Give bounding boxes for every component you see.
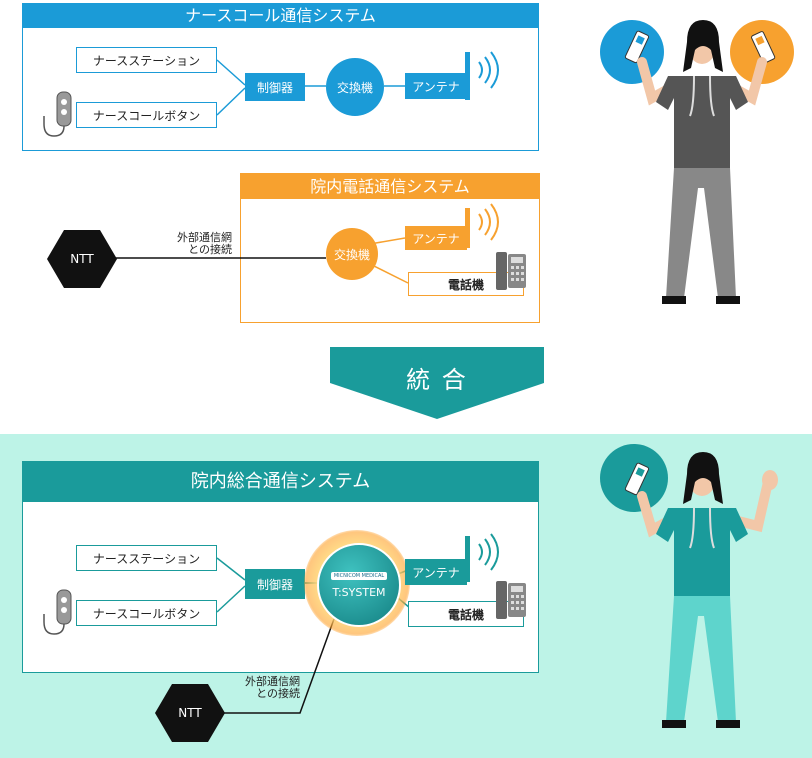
external-network-line2: との接続 bbox=[188, 243, 232, 256]
exchange-node: 交換機 bbox=[326, 58, 384, 116]
integrated-antenna-box: アンテナ bbox=[405, 559, 467, 585]
nurse-call-handset-icon bbox=[43, 589, 72, 635]
controller-box: 制御器 bbox=[245, 73, 305, 101]
integrated-nurse-station-box: ナースステーション bbox=[76, 545, 217, 571]
nurse-call-system-title: ナースコール通信システム bbox=[23, 4, 538, 28]
integrated-external-network-label: 外部通信網 との接続 bbox=[228, 676, 300, 700]
external-network-line1: 外部通信網 bbox=[177, 231, 232, 244]
integration-arrow bbox=[330, 347, 544, 419]
antenna-signal-icon bbox=[465, 533, 499, 582]
antenna-signal-icon bbox=[465, 203, 499, 248]
antenna-signal-icon bbox=[465, 51, 499, 100]
integrated-ntt-label: NTT bbox=[178, 706, 202, 720]
nurse-call-handset-icon bbox=[43, 91, 72, 137]
desk-phone-icon bbox=[496, 252, 526, 290]
integration-label: 統 合 bbox=[406, 366, 468, 394]
external-network-label: 外部通信網 との接続 bbox=[160, 232, 232, 256]
integrated-connectors bbox=[214, 557, 411, 714]
integrated-external-network-line1: 外部通信網 bbox=[245, 675, 300, 688]
tsystem-node: MICNICOM MEDICAL T:SYSTEM bbox=[317, 543, 401, 627]
tsystem-brand: MICNICOM MEDICAL bbox=[330, 571, 388, 580]
phone-exchange-node: 交換機 bbox=[326, 228, 378, 280]
hospital-phone-system-title: 院内電話通信システム bbox=[241, 174, 539, 199]
antenna-box: アンテナ bbox=[405, 73, 467, 99]
nurse-figure-icon bbox=[624, 20, 776, 304]
nurse-figure-icon bbox=[624, 452, 778, 728]
integrated-system-title: 院内総合通信システム bbox=[23, 462, 538, 502]
ntt-node bbox=[47, 230, 117, 288]
nurse-station-box: ナースステーション bbox=[76, 47, 217, 73]
integrated-nurse-call-button-box: ナースコールボタン bbox=[76, 600, 217, 626]
tsystem-label: T:SYSTEM bbox=[332, 585, 386, 599]
nurse-call-button-box: ナースコールボタン bbox=[76, 102, 217, 128]
desk-phone-icon bbox=[496, 581, 526, 619]
integrated-external-network-line2: との接続 bbox=[256, 687, 300, 700]
integrated-controller-box: 制御器 bbox=[245, 569, 305, 599]
ntt-label: NTT bbox=[70, 252, 94, 266]
phone-antenna-box: アンテナ bbox=[405, 226, 467, 250]
integrated-ntt-node bbox=[155, 684, 225, 742]
hospital-phone-system-frame: 院内電話通信システム bbox=[240, 173, 540, 323]
